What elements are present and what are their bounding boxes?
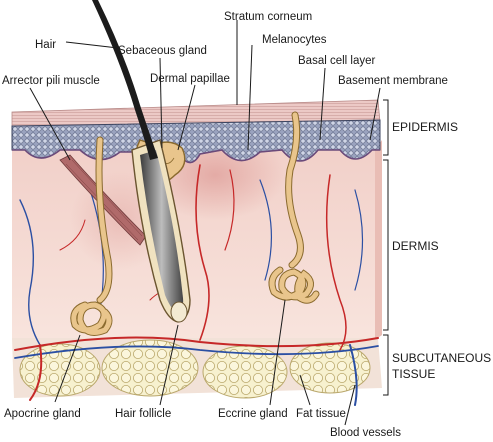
label-stratum-corneum: Stratum corneum	[224, 11, 312, 23]
layer-label-subcutaneous: SUBCUTANEOUS	[392, 351, 491, 365]
hair-shaft	[92, 0, 158, 160]
label-hair-follicle: Hair follicle	[115, 408, 171, 420]
label-apocrine-gland: Apocrine gland	[4, 408, 81, 420]
label-hair: Hair	[35, 39, 56, 51]
label-sebaceous-gland: Sebaceous gland	[118, 45, 207, 57]
layer-label-dermis: DERMIS	[392, 239, 439, 253]
label-blood-vessels: Blood vessels	[330, 427, 401, 439]
layer-label-tissue: TISSUE	[392, 367, 435, 381]
label-arrector-pili-muscle: Arrector pili muscle	[2, 75, 100, 87]
label-dermal-papillae: Dermal papillae	[150, 73, 230, 85]
label-basement-membrane: Basement membrane	[338, 75, 448, 87]
subcutaneous-fat-layer	[12, 338, 382, 399]
leader-lines	[29, 20, 381, 426]
label-fat-tissue: Fat tissue	[296, 408, 346, 420]
apocrine-gland	[70, 136, 113, 336]
label-melanocytes: Melanocytes	[262, 34, 327, 46]
label-basal-cell-layer: Basal cell layer	[298, 55, 376, 67]
eccrine-gland	[268, 111, 320, 304]
label-eccrine-gland: Eccrine gland	[218, 408, 288, 420]
layer-label-epidermis: EPIDERMIS	[392, 120, 458, 134]
layer-brackets	[383, 99, 389, 396]
hair-follicle	[131, 139, 191, 323]
epidermis-layer	[11, 99, 381, 164]
